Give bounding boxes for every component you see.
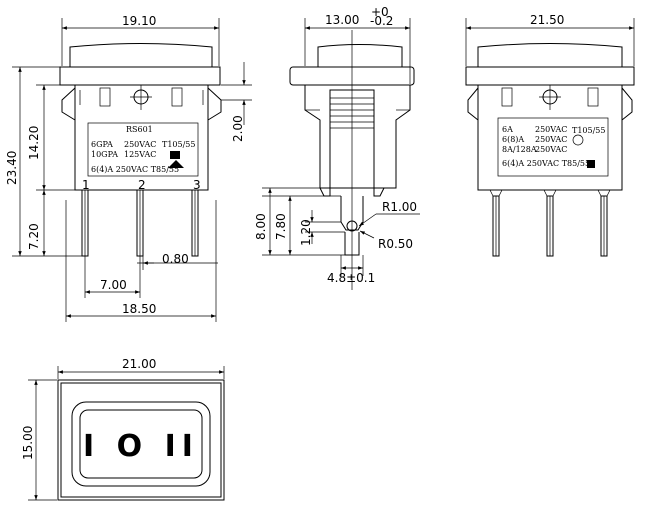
back-cert-logo-2 (587, 160, 595, 168)
front-frame (59, 66, 221, 86)
front-label-r1-mid: 250VAC (124, 140, 156, 149)
front-model-text: RS601 (126, 125, 153, 134)
pin-number-1: 1 (82, 178, 90, 192)
pin-number-2: 2 (138, 178, 146, 192)
back-label-r1-left: 6A (502, 125, 513, 134)
top-frame-inner (60, 382, 222, 498)
dim-side-tol-lower: -0.2 (370, 14, 393, 28)
back-view: 6A 250VAC T105/55 6(8)A 250VAC 8A/128A 2… (465, 13, 635, 257)
back-label-r4: 6(4)A 250VAC T85/55 (502, 159, 590, 168)
back-frame (465, 66, 635, 86)
front-rocker (69, 43, 213, 67)
dim-side-tol-upper: +0 (371, 5, 389, 19)
side-rocker (317, 44, 403, 67)
dim-top-height: 15.00 (21, 426, 35, 460)
back-label-r2-left: 6(8)A (502, 135, 524, 144)
back-label-r1-right: T105/55 (572, 126, 605, 135)
front-clip-left (61, 87, 76, 121)
back-label-r3-mid: 250VAC (535, 145, 567, 154)
dim-side-radius-05: R0.50 (378, 237, 413, 251)
top-view: I O II 21.00 15.00 (21, 357, 225, 501)
dim-side-radius-1: R1.00 (382, 200, 417, 214)
dim-front-height-body: 14.20 (27, 126, 41, 160)
dim-side-height-78: 7.80 (274, 213, 288, 240)
back-rocker (477, 43, 623, 67)
back-pins (489, 189, 611, 257)
front-clip-right (207, 87, 222, 121)
pin-number-3: 3 (193, 178, 201, 192)
back-label-r1-mid: 250VAC (535, 125, 567, 134)
side-terminal-hole (346, 220, 358, 232)
front-body (74, 84, 209, 191)
back-label-r3-left: 8A/128A (502, 145, 537, 154)
side-view: 13.00 +0 -0.2 8.00 7.80 1.20 R1.00 R0.50… (254, 5, 420, 290)
back-label-r2-mid: 250VAC (535, 135, 567, 144)
front-label-r1-left: 6GPA (91, 140, 113, 149)
side-terminal (340, 196, 364, 231)
dim-side-small-12: 1.20 (299, 219, 313, 246)
front-label-r3: 6(4)A 250VAC T85/55 (91, 165, 179, 174)
dim-back-width: 21.50 (530, 13, 564, 27)
back-cert-logo-1 (572, 134, 584, 146)
top-rocker-outer (71, 401, 211, 487)
dim-front-pin-length: 7.20 (27, 223, 41, 250)
side-body (304, 85, 411, 189)
rocker-symbols: I O II (83, 429, 199, 464)
dim-front-height-total: 23.40 (5, 151, 19, 185)
dim-side-height-8: 8.00 (254, 213, 268, 240)
front-label-r2-left: 10GPA (91, 150, 118, 159)
dim-front-pin-pitch: 7.00 (100, 278, 127, 292)
dim-front-width-top: 19.10 (122, 14, 156, 28)
front-view: RS601 6GPA 250VAC T105/55 10GPA 125VAC 6… (5, 14, 252, 322)
front-pins (81, 189, 199, 257)
top-rocker-inner (79, 409, 203, 479)
front-label-r2-mid: 125VAC (124, 150, 156, 159)
dim-side-terminal-width: 4.8±0.1 (327, 271, 375, 285)
front-label-r1-right: T105/55 (162, 140, 195, 149)
front-cert-logo (168, 151, 184, 168)
dim-front-width-bottom: 18.50 (122, 302, 156, 316)
dim-top-width: 21.00 (122, 357, 156, 371)
dim-front-pin-thickness: 0.80 (162, 252, 189, 266)
front-label-plate (87, 122, 199, 177)
dim-side-width: 13.00 (325, 13, 359, 27)
dim-front-frame-gap: 2.00 (231, 115, 245, 142)
top-frame-outer (57, 379, 225, 501)
back-label-plate (497, 117, 609, 177)
